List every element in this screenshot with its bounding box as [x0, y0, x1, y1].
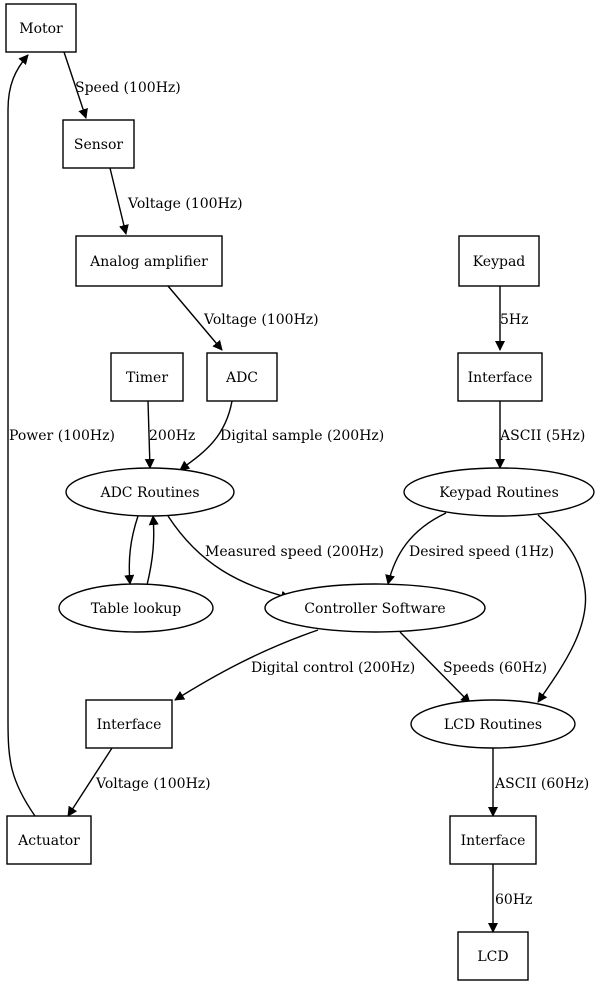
node-sensor-label: Sensor — [74, 137, 124, 153]
node-adc: ADC — [206, 352, 278, 402]
node-controller-software-label: Controller Software — [304, 601, 445, 617]
edges — [7, 51, 587, 933]
label-controller-to-interface: Digital control (200Hz) — [251, 660, 415, 676]
edge-timer-to-adc-routines — [144, 400, 155, 469]
node-analog-amplifier-label: Analog amplifier — [89, 254, 208, 270]
node-sensor: Sensor — [62, 119, 135, 169]
label-interface-to-actuator: Voltage (100Hz) — [95, 776, 211, 792]
label-lcd-routines-to-interface: ASCII (60Hz) — [494, 776, 589, 792]
node-analog-amplifier: Analog amplifier — [75, 235, 223, 287]
node-controller-software: Controller Software — [264, 583, 486, 633]
node-lcd-routines-label: LCD Routines — [444, 717, 542, 733]
node-motor: Motor — [5, 3, 77, 53]
node-keypad-interface: Interface — [457, 352, 543, 402]
edge-keypad-routines-to-controller — [385, 512, 447, 585]
node-table-lookup: Table lookup — [58, 583, 214, 633]
label-keypad-to-interface: 5Hz — [500, 312, 529, 328]
edge-table-lookup-to-adc-routines — [146, 515, 159, 586]
edge-sensor-to-amplifier — [109, 167, 129, 235]
label-sensor-to-amplifier: Voltage (100Hz) — [127, 196, 243, 212]
edge-interface-to-actuator — [67, 747, 113, 817]
node-keypad-label: Keypad — [473, 254, 526, 270]
edge-adc-to-adc-routines — [179, 400, 233, 471]
label-timer-to-adc-routines: 200Hz — [149, 428, 195, 444]
edge-labels: Speed (100Hz) Voltage (100Hz) Voltage (1… — [9, 80, 589, 908]
node-keypad-routines-label: Keypad Routines — [439, 485, 559, 501]
node-lcd-interface: Interface — [449, 815, 537, 865]
label-actuator-to-motor: Power (100Hz) — [9, 428, 115, 444]
node-lcd-label: LCD — [477, 949, 508, 965]
edge-motor-to-sensor — [63, 51, 88, 119]
node-actuator-label: Actuator — [17, 833, 80, 849]
node-keypad: Keypad — [458, 235, 540, 287]
edge-controller-to-interface — [174, 629, 319, 701]
node-lcd: LCD — [457, 931, 529, 981]
node-keypad-interface-label: Interface — [468, 370, 533, 386]
label-amplifier-to-adc: Voltage (100Hz) — [203, 312, 319, 328]
nodes: Motor Sensor Analog amplifier Keypad Tim… — [5, 3, 595, 981]
node-adc-label: ADC — [225, 370, 258, 386]
label-interface-to-lcd: 60Hz — [495, 892, 532, 908]
label-controller-to-lcd-routines: Speeds (60Hz) — [443, 660, 547, 676]
node-lcd-routines: LCD Routines — [410, 699, 576, 749]
edge-adc-routines-to-table-lookup — [124, 515, 139, 585]
node-lcd-interface-label: Interface — [461, 833, 526, 849]
node-actuator: Actuator — [6, 815, 92, 865]
node-adc-routines-label: ADC Routines — [99, 485, 199, 501]
label-adc-routines-to-controller: Measured speed (200Hz) — [205, 544, 384, 560]
node-actuator-interface: Interface — [85, 699, 173, 749]
edge-keypad-routines-to-lcd-routines — [537, 514, 587, 703]
node-keypad-routines: Keypad Routines — [403, 467, 595, 517]
node-adc-routines: ADC Routines — [65, 467, 235, 517]
edge-amplifier-to-adc — [167, 285, 223, 351]
node-actuator-interface-label: Interface — [97, 717, 162, 733]
label-keypad-routines-to-controller: Desired speed (1Hz) — [409, 544, 554, 560]
node-timer: Timer — [110, 352, 184, 402]
node-timer-label: Timer — [126, 370, 168, 386]
label-interface-to-keypad-routines: ASCII (5Hz) — [499, 428, 585, 444]
node-table-lookup-label: Table lookup — [91, 601, 182, 617]
node-motor-label: Motor — [19, 21, 63, 37]
edge-adc-routines-to-controller — [167, 515, 291, 601]
label-adc-to-adc-routines: Digital sample (200Hz) — [220, 428, 384, 444]
edge-controller-to-lcd-routines — [399, 631, 471, 704]
label-motor-to-sensor: Speed (100Hz) — [75, 80, 181, 96]
edge-actuator-to-motor — [7, 54, 36, 817]
